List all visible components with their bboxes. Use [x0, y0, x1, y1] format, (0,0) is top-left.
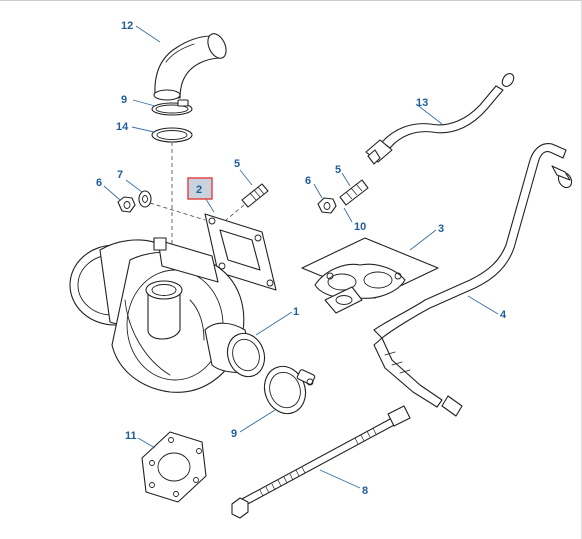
callout-2-highlight[interactable] — [187, 177, 213, 200]
callout-1[interactable]: 1 — [293, 306, 299, 318]
part-14-o-ring[interactable] — [151, 127, 193, 143]
callout-11[interactable]: 11 — [125, 430, 137, 442]
callout-5-left[interactable]: 5 — [234, 158, 240, 170]
callout-9-upper[interactable]: 9 — [121, 94, 127, 106]
callout-2[interactable]: 2 — [196, 184, 202, 196]
part-11-flange-gasket[interactable] — [141, 431, 207, 503]
callout-7[interactable]: 7 — [117, 169, 123, 181]
part-6-nut-left[interactable] — [117, 196, 136, 213]
part-1-turbocharger[interactable] — [69, 237, 270, 393]
part-3-gasket-kit[interactable] — [301, 237, 439, 314]
part-9-lower-clamp[interactable] — [258, 361, 316, 420]
centerline-stud-right — [225, 204, 245, 221]
callout-8[interactable]: 8 — [362, 485, 368, 497]
callout-12[interactable]: 12 — [121, 20, 133, 32]
part-5-stud-right[interactable] — [339, 179, 369, 206]
callout-3[interactable]: 3 — [438, 223, 444, 235]
callout-13[interactable]: 13 — [416, 97, 428, 109]
part-7-washer[interactable] — [138, 190, 152, 208]
centerline-stud-left — [149, 202, 206, 221]
part-4-oil-drain-tube[interactable] — [373, 143, 574, 417]
part-8-long-bolt[interactable] — [231, 405, 411, 519]
part-6-nut-right[interactable] — [317, 197, 337, 214]
callout-14[interactable]: 14 — [116, 121, 129, 133]
callout-9-lower[interactable]: 9 — [231, 428, 237, 440]
leader-lines — [103, 25, 499, 489]
part-13-oil-feed-tube[interactable] — [365, 71, 516, 165]
part-9-upper-clamp[interactable] — [151, 99, 193, 116]
part-12-elbow-hose[interactable] — [153, 31, 230, 101]
callout-4[interactable]: 4 — [500, 309, 507, 321]
callout-5-right[interactable]: 5 — [335, 164, 341, 176]
part-5-stud-left[interactable] — [241, 183, 269, 208]
callout-labels: 12 9 14 7 6 2 5 6 5 10 13 3 4 1 9 11 8 — [96, 20, 507, 497]
callout-10[interactable]: 10 — [354, 221, 366, 233]
callout-6-left[interactable]: 6 — [96, 177, 102, 189]
callout-6-right[interactable]: 6 — [305, 175, 311, 187]
